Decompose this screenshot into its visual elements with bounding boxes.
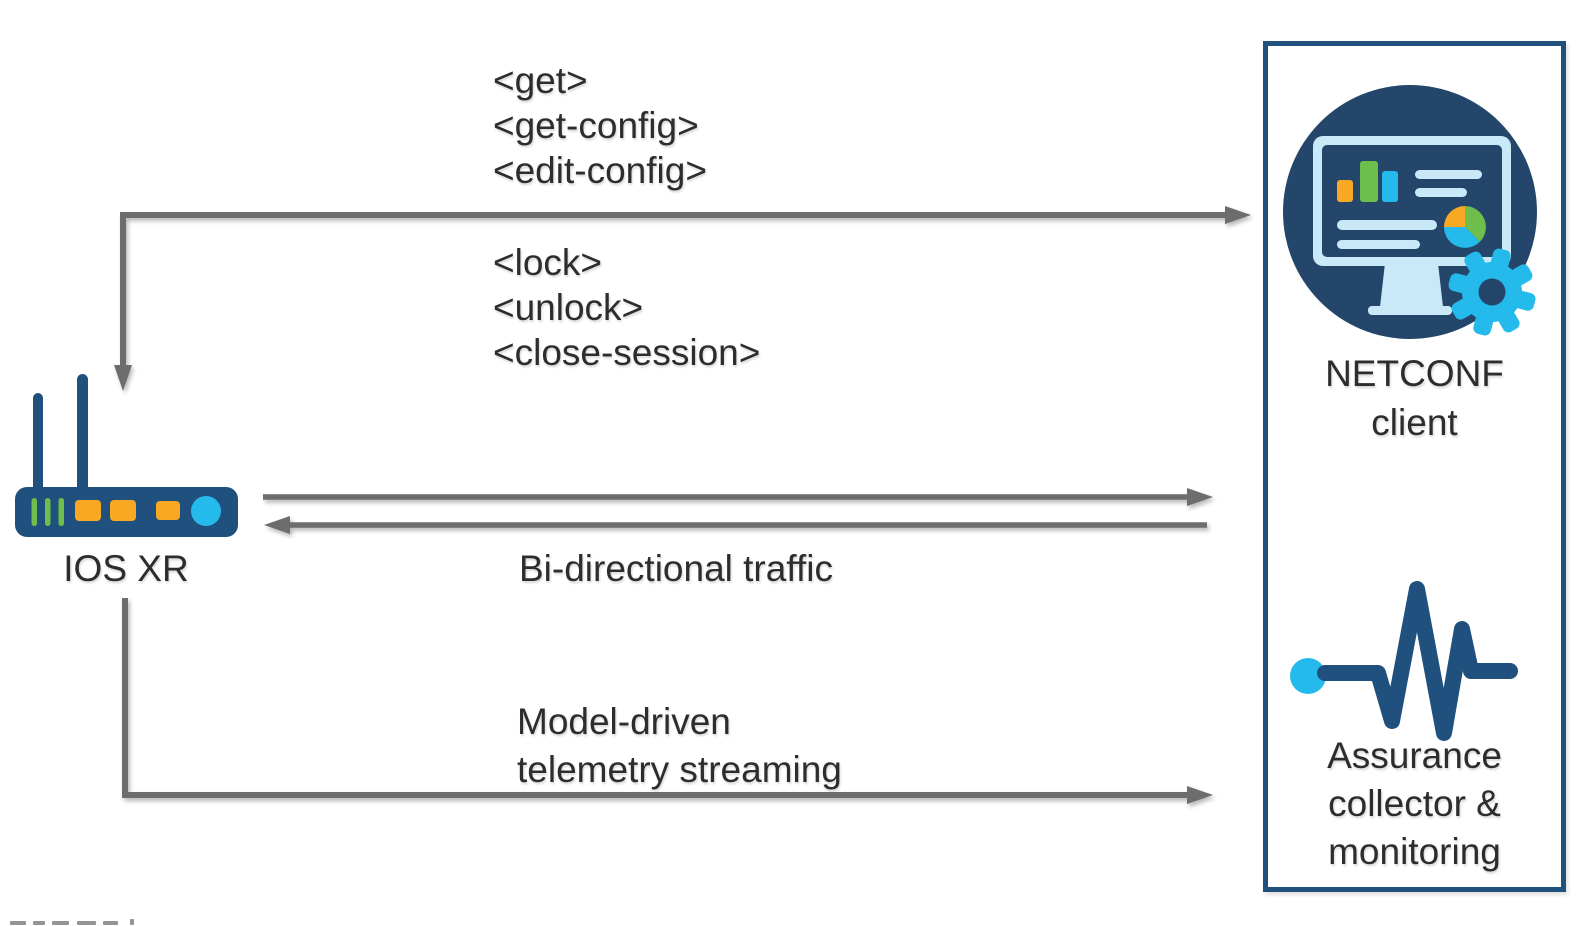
telemetry-label: Model-driven telemetry streaming: [517, 701, 842, 790]
rpc-operations-label: <get> <get-config> <edit-config>: [493, 58, 707, 193]
rpc-op-get-config: <get-config>: [493, 105, 699, 146]
rpc-op-get: <get>: [493, 60, 588, 101]
arrow-netconf-operations: [114, 206, 1251, 391]
rpc-op-edit-config: <edit-config>: [493, 150, 707, 191]
arrow-telemetry: [122, 598, 1213, 804]
screen-text-lines: [1337, 170, 1482, 249]
netconf-client-label: NETCONF client: [1325, 353, 1504, 443]
router-power-light: [191, 496, 221, 526]
router-label: IOS XR: [63, 548, 189, 589]
pulse-line: [1317, 581, 1518, 741]
session-operations-label: <lock> <unlock> <close-session>: [493, 240, 760, 375]
pulse-dot: [1290, 658, 1326, 694]
bidirectional-traffic-label: Bi-directional traffic: [519, 548, 833, 589]
rpc-op-lock: <lock>: [493, 242, 603, 283]
pulse-icon: [1290, 581, 1518, 741]
bar-chart-icon: [1337, 161, 1398, 202]
gear-icon: [1448, 248, 1536, 336]
rpc-op-close-session: <close-session>: [493, 332, 761, 373]
netconf-client-box: NETCONF client Assurance collector & mon…: [1263, 41, 1566, 892]
netconf-client-icon: [1283, 85, 1537, 339]
monitor-base: [1368, 306, 1452, 315]
router-led-bars: [31, 498, 64, 526]
rpc-op-unlock: <unlock>: [493, 287, 644, 328]
router-icon: [15, 374, 238, 537]
router-antennas: [33, 374, 88, 497]
monitor-stand: [1380, 263, 1443, 307]
router-ports: [75, 500, 180, 521]
pie-chart-icon: [1444, 206, 1486, 248]
assurance-collector-label: Assurance collector & monitoring: [1327, 735, 1502, 872]
